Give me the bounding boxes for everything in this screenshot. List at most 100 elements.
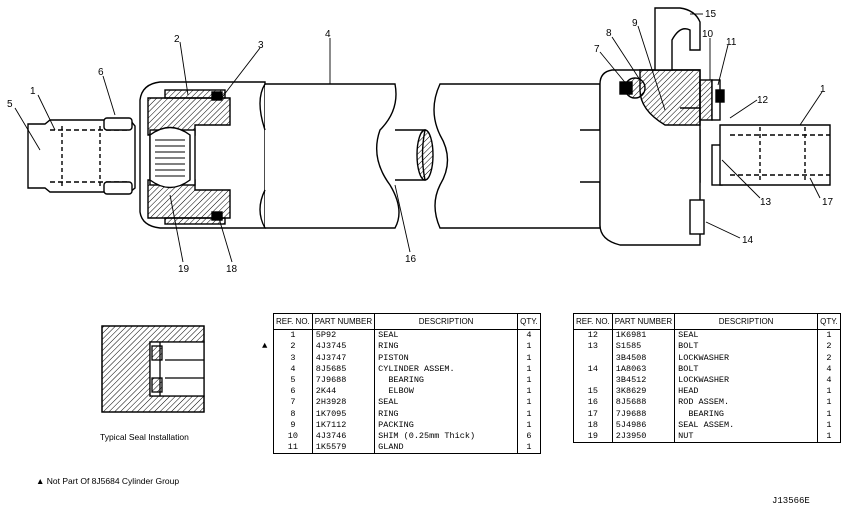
ref-cell: 11 (273, 442, 313, 455)
ref-cell (573, 352, 613, 364)
callout-14: 14 (742, 235, 754, 246)
part-number-cell: 8J5685 (311, 363, 376, 375)
description-cell: HEAD (674, 386, 819, 398)
description-cell: ELBOW (374, 386, 519, 398)
part-number-cell: 2H3928 (311, 397, 376, 409)
part-number-cell: 2J3950 (611, 430, 676, 444)
leader-lines (14, 13, 823, 263)
part-number-cell: 3K8629 (611, 386, 676, 398)
part-number-cell: 5J4986 (611, 419, 676, 431)
ref-cell: 15 (573, 386, 613, 398)
callout-4: 4 (325, 29, 331, 40)
part-number-cell: S1585 (611, 341, 676, 353)
part-number-cell: 4J3745 (311, 341, 376, 353)
qty-cell: 1 (517, 386, 541, 398)
callout-13: 13 (760, 197, 772, 208)
part-number-cell: 8J5688 (611, 397, 676, 409)
description-cell: SEAL (374, 329, 519, 342)
qty-cell: 1 (517, 419, 541, 431)
ref-cell: 9 (273, 419, 313, 431)
ref-cell: 13 (573, 341, 613, 353)
header-part-number: PART NUMBER (611, 312, 676, 331)
description-cell: ROD ASSEM. (674, 397, 819, 409)
qty-cell: 1 (817, 397, 841, 409)
ref-cell: 7 (273, 397, 313, 409)
ref-cell: 4 (273, 363, 313, 375)
callout-17: 17 (822, 197, 834, 208)
part-number-cell: 1A8063 (611, 363, 676, 375)
callout-16: 16 (405, 254, 417, 265)
ref-cell: 19 (573, 430, 613, 444)
part-number-cell: 5P92 (311, 329, 376, 342)
ref-cell (573, 374, 613, 387)
description-cell: GLAND (374, 442, 519, 455)
ref-cell: 6 (273, 386, 313, 398)
part-number-cell: 4J3746 (311, 430, 376, 443)
seal-installation-detail (101, 325, 205, 413)
description-cell: PACKING (374, 419, 519, 431)
callout-9: 9 (632, 18, 638, 29)
header-description: DESCRIPTION (674, 312, 819, 331)
description-cell: RING (374, 408, 519, 420)
ref-cell: 18 (573, 419, 613, 431)
part-number-cell: 1K6981 (611, 329, 676, 342)
qty-cell: 1 (817, 408, 841, 420)
left-table-marker: ▲ (262, 341, 268, 351)
callout-8: 8 (606, 28, 612, 39)
ref-cell: 16 (573, 397, 613, 409)
ref-cell: 8 (273, 408, 313, 420)
description-cell: BEARING (374, 374, 519, 387)
callout-2: 2 (174, 34, 180, 45)
seal-installation-caption: Typical Seal Installation (100, 432, 189, 442)
description-cell: LOCKWASHER (674, 352, 819, 364)
description-cell: LOCKWASHER (674, 374, 819, 387)
qty-cell: 1 (517, 374, 541, 387)
part-number-cell: 4J3747 (311, 352, 376, 364)
callout-7: 7 (594, 44, 600, 55)
qty-cell: 6 (517, 430, 541, 443)
qty-cell: 4 (517, 329, 541, 342)
part-number-cell: 3B4508 (611, 352, 676, 364)
description-cell: SEAL (374, 397, 519, 409)
left-cylinder-cap (139, 81, 266, 229)
qty-cell: 1 (817, 430, 841, 444)
qty-cell: 1 (517, 341, 541, 353)
qty-cell: 1 (817, 329, 841, 342)
description-cell: BOLT (674, 363, 819, 375)
qty-cell: 1 (517, 363, 541, 375)
qty-cell: 4 (817, 363, 841, 375)
cylinder-tube (259, 83, 601, 229)
left-bearing-eye (27, 117, 136, 195)
qty-cell: 1 (517, 408, 541, 420)
parts-table-right: REF. NO. PART NUMBER DESCRIPTION QTY. 12… (573, 312, 841, 444)
right-cylinder-head (599, 7, 725, 246)
callout-10: 10 (702, 29, 714, 40)
callout-12: 12 (757, 95, 769, 106)
footnote-marker: ▲ (36, 476, 45, 486)
ref-cell: 3 (273, 352, 313, 364)
drawing-code: J13566E (772, 496, 810, 506)
description-cell: CYLINDER ASSEM. (374, 363, 519, 375)
right-bearing-eye (719, 124, 831, 186)
part-number-cell: 1K5579 (311, 442, 376, 455)
qty-cell: 1 (517, 397, 541, 409)
ref-cell: 1 (273, 329, 313, 342)
description-cell: SHIM (0.25mm Thick) (374, 430, 519, 443)
header-ref-no: REF. NO. (273, 312, 313, 331)
ref-cell: 5 (273, 374, 313, 387)
